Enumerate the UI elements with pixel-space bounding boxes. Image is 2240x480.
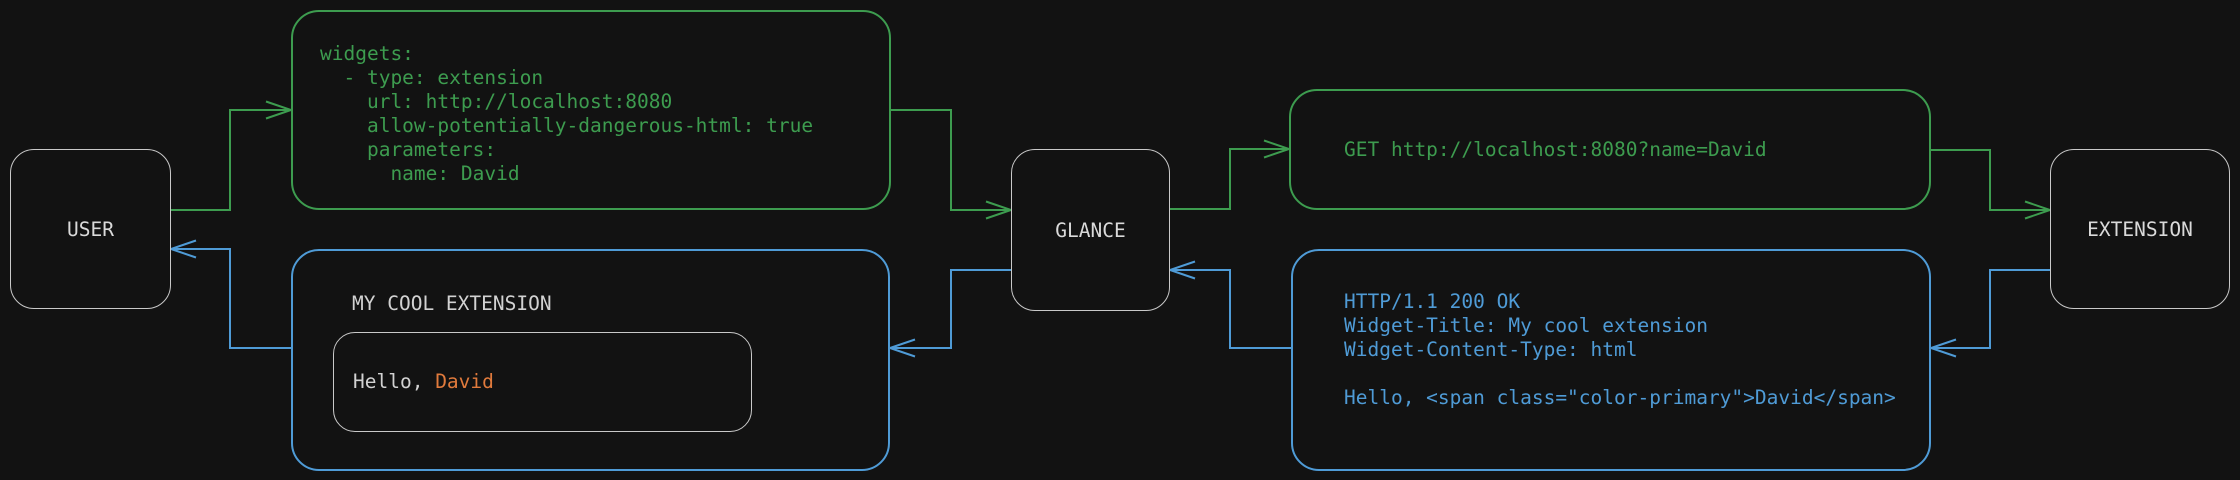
node-extension: EXTENSION <box>2050 149 2230 309</box>
node-extension-label: EXTENSION <box>2087 217 2193 241</box>
node-user-label: USER <box>67 217 114 241</box>
http-request-code: GET http://localhost:8080?name=David <box>1344 137 1767 161</box>
node-glance: GLANCE <box>1011 149 1170 311</box>
arrow-glance-to-widget <box>890 269 1011 349</box>
http-request-box: GET http://localhost:8080?name=David <box>1289 89 1931 210</box>
arrow-user-to-config <box>171 109 291 211</box>
arrow-response-to-glance-head <box>1166 260 1196 280</box>
widget-content-frame: Hello, David <box>333 332 752 432</box>
arrow-response-to-glance <box>1170 269 1291 349</box>
arrow-glance-to-widget-head <box>886 338 916 358</box>
arrow-config-to-glance <box>891 109 1011 211</box>
http-response-code: HTTP/1.1 200 OK Widget-Title: My cool ex… <box>1344 290 1896 409</box>
node-user: USER <box>10 149 171 309</box>
arrow-request-to-extension <box>1931 149 2050 211</box>
widget-title: MY COOL EXTENSION <box>352 292 552 315</box>
arrow-widget-to-user-head <box>167 239 197 259</box>
http-response-box: HTTP/1.1 200 OK Widget-Title: My cool ex… <box>1291 249 1931 471</box>
node-glance-label: GLANCE <box>1055 218 1126 242</box>
arrow-widget-to-user <box>171 248 291 349</box>
widget-greeting: Hello, <box>353 370 436 393</box>
config-yaml-box: widgets: - type: extension url: http://l… <box>291 10 891 210</box>
config-yaml-code: widgets: - type: extension url: http://l… <box>320 42 814 185</box>
arrow-extension-to-response-head <box>1927 338 1957 358</box>
widget-preview-box: MY COOL EXTENSION Hello, David <box>291 249 890 471</box>
arrow-extension-to-response <box>1931 269 2050 349</box>
arrow-glance-to-request <box>1170 148 1289 210</box>
widget-greeting-name: David <box>435 370 494 393</box>
